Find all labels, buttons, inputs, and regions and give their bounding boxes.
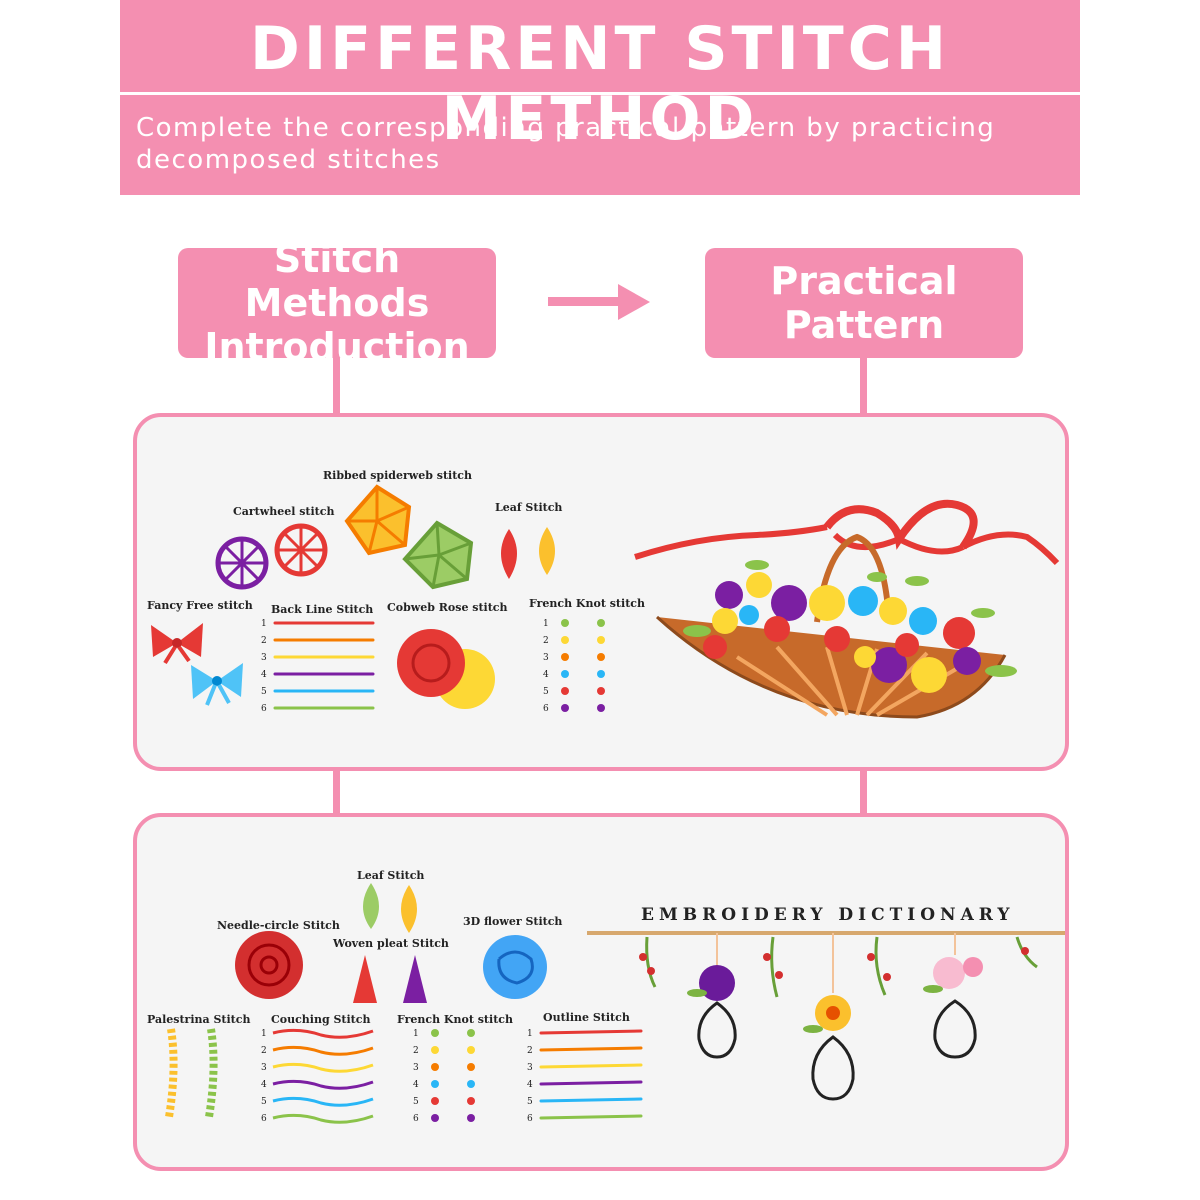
connector-line	[333, 768, 340, 816]
label-outline: Outline Stitch	[543, 1011, 630, 1024]
panel-basket: Ribbed spiderweb stitch Cartwheel stitch…	[133, 413, 1069, 771]
french-knot-samples	[561, 619, 605, 712]
connector-line	[333, 358, 340, 416]
row-number: 2	[413, 1046, 419, 1056]
label-cobweb-rose: Cobweb Rose stitch	[387, 601, 508, 614]
row-number: 3	[527, 1063, 533, 1073]
label-3d-flower: 3D flower Stitch	[463, 915, 563, 928]
row-number: 6	[413, 1114, 419, 1124]
row-number: 4	[413, 1080, 419, 1090]
dictionary-samples-illustration	[165, 883, 1065, 1124]
label-french-knot: French Knot stitch	[529, 597, 645, 610]
cartwheel-stitch-sample	[215, 523, 328, 590]
stitch-methods-label: Stitch Methods Introduction	[204, 237, 470, 369]
label-needle-circle: Needle-circle Stitch	[217, 919, 340, 932]
row-number: 3	[543, 653, 549, 663]
couching-samples	[272, 1028, 374, 1124]
label-woven-pleat: Woven pleat Stitch	[333, 937, 449, 950]
page-subtitle: Complete the corresponding practical pat…	[136, 113, 996, 175]
row-number: 1	[527, 1029, 533, 1039]
row-number: 4	[543, 670, 549, 680]
connector-line	[860, 358, 867, 416]
row-number: 6	[261, 704, 267, 714]
label-couching: Couching Stitch	[271, 1013, 371, 1026]
label-french-knot-2: French Knot stitch	[397, 1013, 513, 1026]
header-banner: DIFFERENT STITCH METHOD Complete the cor…	[120, 0, 1080, 195]
french-knot-samples-2	[431, 1029, 475, 1122]
row-number: 6	[261, 1114, 267, 1124]
practical-pattern-label: Practical Pattern	[770, 259, 958, 347]
row-number: 2	[261, 636, 267, 646]
row-number: 5	[261, 687, 267, 697]
row-number: 1	[261, 619, 267, 629]
flower-basket-pattern	[634, 499, 1060, 719]
row-number: 3	[261, 653, 267, 663]
fancy-free-bow-red	[151, 623, 203, 665]
row-number: 1	[261, 1029, 267, 1039]
label-leaf: Leaf Stitch	[495, 501, 563, 514]
label-cartwheel: Cartwheel stitch	[233, 505, 335, 518]
label-ribbed-spiderweb: Ribbed spiderweb stitch	[323, 469, 472, 482]
row-number: 3	[261, 1063, 267, 1073]
row-number: 6	[527, 1114, 533, 1124]
row-number: 5	[543, 687, 549, 697]
practical-pattern-box: Practical Pattern	[705, 248, 1023, 358]
row-number: 5	[527, 1097, 533, 1107]
hanging-vases-pattern	[587, 931, 1065, 1101]
label-back-line: Back Line Stitch	[271, 603, 374, 616]
fancy-free-bow-blue	[191, 663, 243, 706]
row-number: 4	[261, 1080, 267, 1090]
dictionary-title: EMBROIDERY DICTIONARY	[641, 905, 1015, 925]
page-title: DIFFERENT STITCH METHOD	[250, 14, 950, 154]
arrow-right-icon	[548, 284, 650, 320]
label-palestrina: Palestrina Stitch	[147, 1013, 251, 1026]
row-number: 2	[527, 1046, 533, 1056]
row-number: 4	[527, 1080, 533, 1090]
row-number: 1	[413, 1029, 419, 1039]
row-number: 5	[261, 1097, 267, 1107]
row-number: 5	[413, 1097, 419, 1107]
row-number: 2	[261, 1046, 267, 1056]
label-leaf-stitch: Leaf Stitch	[357, 869, 425, 882]
row-number: 4	[261, 670, 267, 680]
row-number: 2	[543, 636, 549, 646]
header-divider	[120, 92, 1080, 95]
back-line-samples	[273, 621, 375, 710]
outline-samples	[539, 1029, 643, 1120]
row-number: 3	[413, 1063, 419, 1073]
row-number: 6	[543, 704, 549, 714]
ribbed-spiderweb-sample	[344, 484, 474, 590]
connector-line	[860, 768, 867, 816]
row-number: 1	[543, 619, 549, 629]
label-fancy-free: Fancy Free stitch	[147, 599, 253, 612]
stitch-methods-box: Stitch Methods Introduction	[178, 237, 496, 369]
stitch-samples-illustration	[151, 484, 1060, 719]
panel-dictionary: Leaf Stitch Needle-circle Stitch Woven p…	[133, 813, 1069, 1171]
